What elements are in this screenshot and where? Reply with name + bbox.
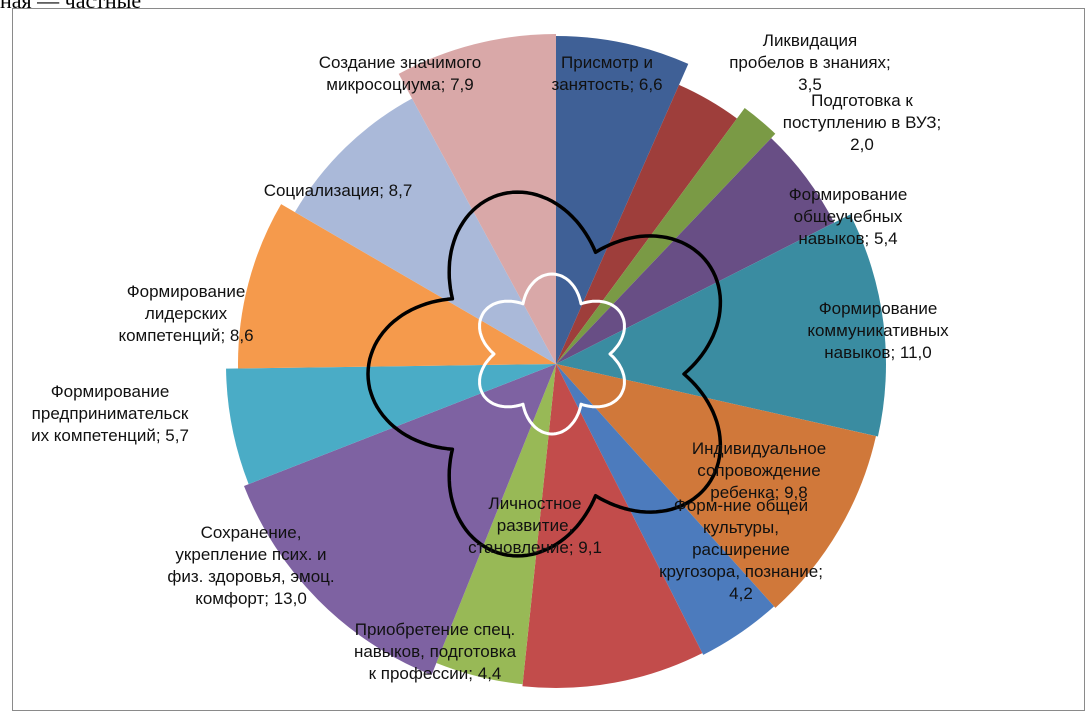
slice-label-line: навыков, подготовка [354,642,517,661]
black-flower-drawing [366,190,723,558]
slice-label-line: становление; 9,1 [468,538,602,557]
pie-slice [243,364,557,676]
pie-slice [237,204,557,369]
slice-label-line: Формирование [789,185,908,204]
slice-label-line: коммуникативных [807,321,949,340]
slice-label-line: кругозора, познание; [659,562,823,581]
slice-label: Личностное развитие, становление; 9,1 [468,494,602,557]
slice-label-line: Индивидуальное [692,439,826,458]
slice-label-line: 3,5 [798,75,822,94]
slice-label-line: развитие, [497,516,574,535]
slice-label-line: Ликвидация [763,31,857,50]
slice-label-line: микросоциума; 7,9 [326,75,473,94]
slice-label-line: поступлению в ВУЗ; [783,113,942,132]
pie-slice [436,364,556,685]
page-text-fragment: ная — частные [0,0,142,13]
slice-label: Создание значимого микросоциума; 7,9 [319,53,481,94]
slice-label-line: Личностное [489,494,582,513]
slice-label: Ликвидация пробелов в знаниях; 3,5 [729,31,891,94]
slice-label-line: Формирование [51,382,170,401]
drawn-overlays [366,190,723,558]
pie-slice [556,364,876,608]
pie-slice [522,364,703,689]
slice-label-line: расширение [692,540,790,559]
slice-label: Формирование коммуникативных навыков; 11,0 [807,299,949,362]
slice-label-line: Социализация; 8,7 [264,181,413,200]
slice-label-line: общеучебных [794,207,903,226]
pie-slice [556,214,886,437]
slice-labels: Присмотр и занятость; 6,6 Ликвидация пробел… [31,31,949,683]
slice-label: Формирование лидерских компетенций; 8,6 [118,282,253,345]
slice-label-line: компетенций; 8,6 [118,326,253,345]
slice-label-line: занятость; 6,6 [551,75,662,94]
slice-label-line: пробелов в знаниях; [729,53,891,72]
slice-label-line: укрепление псих. и [175,545,326,564]
slice-label-line: навыков; 11,0 [824,343,931,362]
slice-label-line: Приобретение спец. [355,620,515,639]
slice-label: Социализация; 8,7 [264,181,413,200]
slice-label-line: Форм-ние общей [674,496,808,515]
slice-label: Сохранение, укрепление псих. и физ. здоров… [167,523,334,608]
slice-label-line: Формирование [819,299,938,318]
slice-label-line: сопровождение [697,461,820,480]
slice-label-line: Подготовка к [811,91,913,110]
slice-label-line: Создание значимого [319,53,481,72]
slice-label-line: их компетенций; 5,7 [31,426,189,445]
slice-label-line: лидерских [145,304,228,323]
slice-label: Индивидуальное сопровождение ребенка; 9,8 [692,439,826,502]
slice-label-line: 4,2 [729,584,753,603]
slice-label: Подготовка к поступлению в ВУЗ; 2,0 [783,91,942,154]
pie-slice [294,98,556,365]
slice-label-line: физ. здоровья, эмоц. [167,567,334,586]
pie-slice [398,34,556,364]
slice-label-line: к профессии; 4,4 [369,664,502,683]
slice-label-line: предпринимательск [32,404,189,423]
chart-frame [12,8,1085,711]
pie-slice [556,84,737,365]
slice-label: Приобретение спец. навыков, подготовка к п… [354,620,517,683]
slice-label-line: Присмотр и [561,53,653,72]
white-flower-drawing [478,272,626,436]
pie-slices [226,34,886,689]
slice-label: Форм-ние общей культуры, расширение кругозо… [659,496,823,603]
slice-label-line: Формирование [127,282,246,301]
slice-label: Формирование общеучебных навыков; 5,4 [789,185,908,248]
slice-label: Присмотр и занятость; 6,6 [551,53,662,94]
pie-slice [556,36,689,364]
slice-label-line: ребенка; 9,8 [710,483,807,502]
slice-label-line: 2,0 [850,135,874,154]
slice-label-line: Сохранение, [201,523,302,542]
slice-label: Формирование предпринимательск их компетен… [31,382,189,445]
slice-label-line: культуры, [703,518,779,537]
slice-label-line: навыков; 5,4 [798,229,897,248]
slice-label-line: комфорт; 13,0 [195,589,307,608]
